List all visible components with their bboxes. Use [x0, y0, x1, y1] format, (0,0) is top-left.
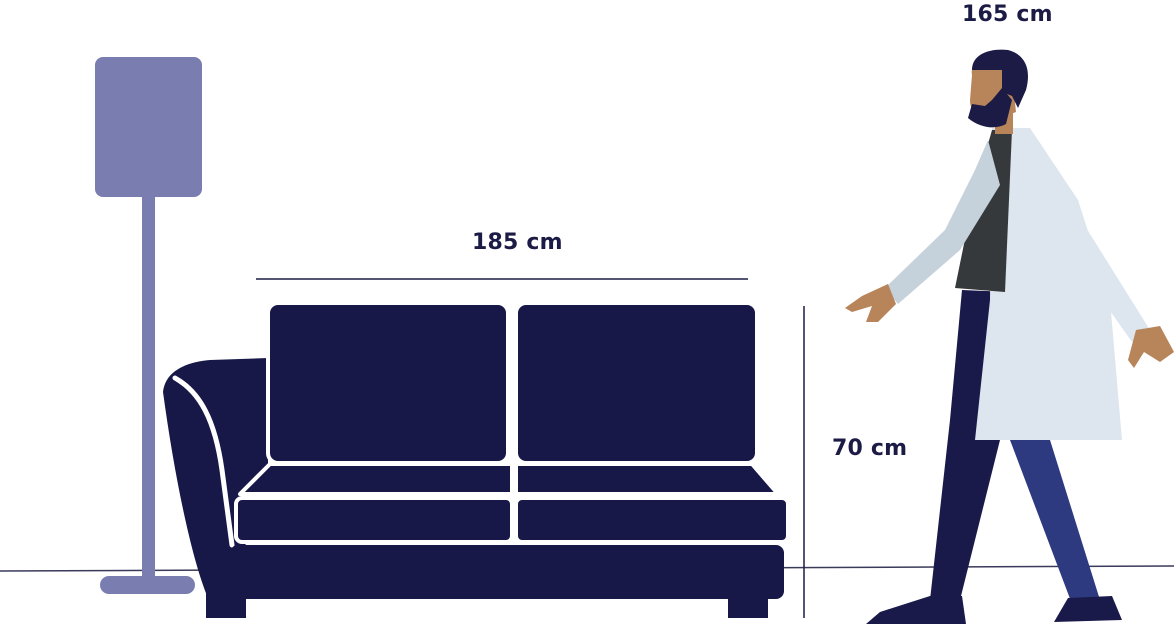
- floor-lamp: [95, 57, 202, 594]
- seat-front-left: [234, 496, 514, 544]
- person-beard: [968, 88, 1012, 128]
- lamp-base: [100, 576, 195, 594]
- seat-top-right: [514, 462, 780, 496]
- sofa-armrest: [163, 358, 268, 598]
- lamp-pole: [142, 195, 155, 580]
- lamp-shade: [95, 57, 202, 197]
- back-cushion-left: [266, 301, 510, 465]
- person-rear-hand: [1128, 326, 1174, 368]
- sofa-width-label: 185 cm: [472, 230, 563, 255]
- sofa: [163, 301, 790, 618]
- seat-front-right: [514, 496, 790, 544]
- person-back-shoe: [1054, 596, 1122, 622]
- person-front-arm: [885, 140, 1000, 304]
- person-hair: [972, 49, 1028, 108]
- person-height-label: 165 cm: [962, 2, 1053, 27]
- person-figure: [845, 49, 1174, 624]
- back-cushion-right: [514, 301, 759, 465]
- person-front-hand: [845, 284, 896, 322]
- seat-top-left: [238, 462, 514, 496]
- person-coat: [975, 128, 1122, 440]
- sofa-armrest-outline: [172, 375, 235, 548]
- person-rear-arm: [1030, 150, 1150, 342]
- sofa-height-label: 70 cm: [832, 436, 908, 461]
- person-front-shoe: [866, 596, 966, 624]
- sofa-base: [230, 545, 784, 599]
